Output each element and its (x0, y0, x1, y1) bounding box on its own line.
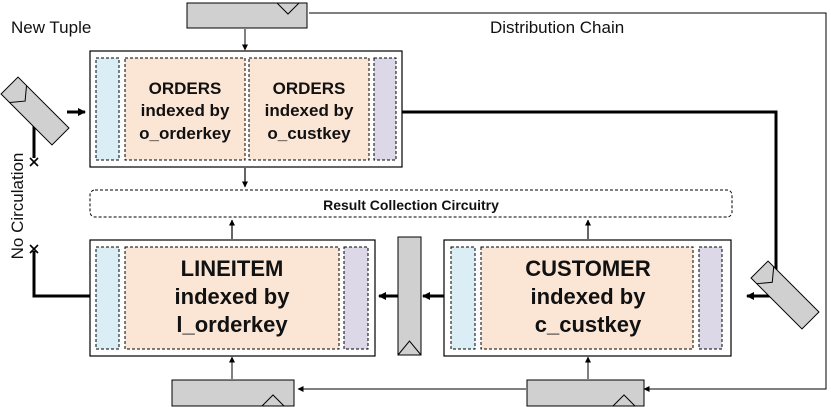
inter-unit-register (397, 236, 422, 356)
customer-title: CUSTOMER (525, 256, 651, 281)
lineitem-indexed: indexed by (175, 284, 291, 309)
orders-orderkey-key: o_orderkey (139, 124, 231, 143)
customer-input-register (750, 260, 820, 330)
orders-custkey-title: ORDERS (273, 79, 346, 98)
orders-custkey-indexed: indexed by (265, 101, 354, 120)
result-arrows (229, 168, 591, 239)
orders-unit (89, 50, 403, 168)
distribution-chain-wires (229, 12, 827, 392)
no-circulation-label: No Circulation (8, 153, 27, 260)
no-circulation-x-bottom (29, 244, 39, 254)
customer-unit (443, 239, 732, 357)
orders-orderkey-indexed: indexed by (141, 101, 230, 120)
result-collection-box (89, 189, 733, 218)
lineitem-unit (89, 239, 376, 357)
customer-indexed: indexed by (531, 284, 647, 309)
result-collection-label: Result Collection Circuitry (323, 197, 499, 213)
lineitem-chain-register (171, 379, 295, 407)
customer-chain-register (526, 379, 645, 407)
customer-key: c_custkey (535, 312, 642, 337)
lineitem-title: LINEITEM (181, 256, 284, 281)
new-tuple-label: New Tuple (11, 18, 91, 37)
distribution-chain-label: Distribution Chain (490, 18, 624, 37)
input-register (186, 2, 308, 29)
no-circulation-x-top (29, 157, 39, 167)
orders-orderkey-title: ORDERS (149, 79, 222, 98)
orders-custkey-key: o_custkey (267, 124, 351, 143)
orders-input-register (0, 76, 70, 146)
lineitem-key: l_orderkey (176, 312, 288, 337)
